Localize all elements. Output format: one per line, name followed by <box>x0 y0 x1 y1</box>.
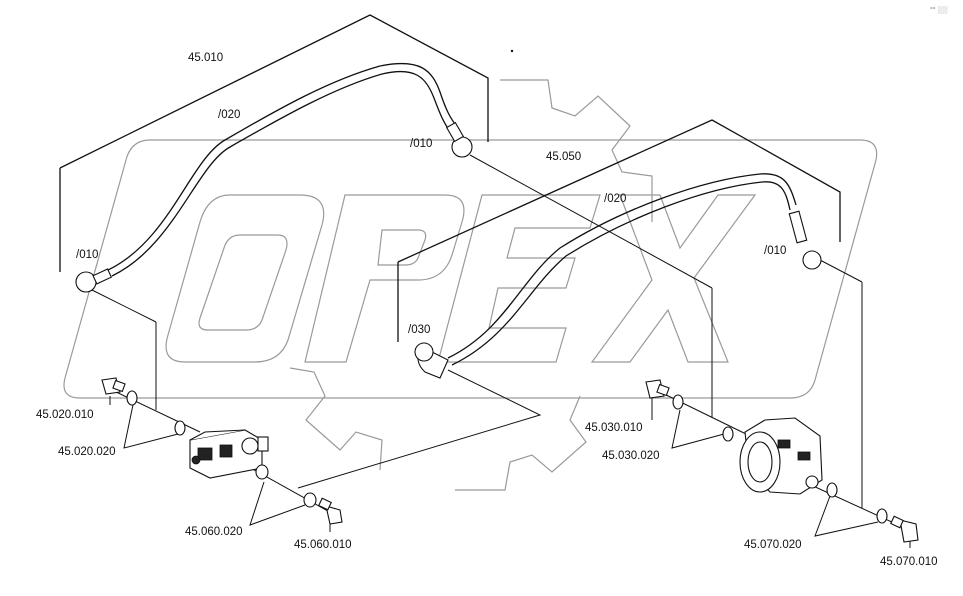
pointer-washer-45-060 <box>249 481 306 526</box>
washer-45-020-a <box>126 390 138 406</box>
label-washer-45-030: 45.030.020 <box>602 450 660 462</box>
callout-labels: °° ░░ 45.010 /020 /010 /010 45.050 /020 … <box>36 6 948 568</box>
pipe-assembly-2 <box>414 173 822 379</box>
pipe-2-fitting-right <box>802 250 822 270</box>
pipe-1-hose-outer <box>107 62 459 271</box>
leader-fitting-left <box>91 289 157 323</box>
watermark-letter-x <box>590 194 757 363</box>
label-pipe-2-hose: /020 <box>604 193 626 205</box>
washer-45-030-b <box>722 426 734 442</box>
bracket-45-050 <box>397 119 841 263</box>
pump-body-right <box>739 417 823 495</box>
watermark-frame <box>63 139 878 399</box>
leader-elbow-030 <box>297 369 542 489</box>
label-pipe-1-fitting-top: /010 <box>410 138 432 150</box>
pointer-washer-45-070 <box>814 495 879 537</box>
watermark-letter-p <box>304 194 465 363</box>
valve-block-left <box>189 429 269 479</box>
washer-45-020-b <box>174 420 186 436</box>
leader-lines <box>59 14 911 548</box>
washer-45-070-a <box>826 482 838 498</box>
label-bolt-45-020: 45.020.010 <box>36 409 94 421</box>
label-45-050: 45.050 <box>546 151 581 163</box>
label-washer-45-060: 45.060.020 <box>185 526 243 538</box>
label-bolt-45-070: 45.070.010 <box>880 556 938 568</box>
fasteners <box>101 377 919 543</box>
pipe-1-fitting-left <box>75 271 97 293</box>
label-washer-45-020: 45.020.020 <box>58 446 116 458</box>
label-pipe-2-elbow: /030 <box>408 324 430 336</box>
corner-mark: °° ░░ <box>930 6 948 14</box>
pipe-2-hose-outer <box>447 173 797 359</box>
axis-right-upper <box>655 389 747 435</box>
washer-45-030-a <box>672 394 684 410</box>
stray-dot <box>510 49 514 53</box>
label-pipe-2-fitting-right: /010 <box>764 245 786 257</box>
pointer-washer-45-020 <box>123 399 179 449</box>
label-pipe-1-fitting-left: /010 <box>76 249 98 261</box>
watermark-letter-o <box>165 194 325 363</box>
bolt-45-070 <box>899 519 919 543</box>
watermark-gear <box>289 79 653 491</box>
bracket-45-010 <box>59 14 489 169</box>
pipe-assembly-1 <box>75 62 473 293</box>
pointer-washer-45-030 <box>671 409 725 449</box>
bolt-45-060 <box>325 505 343 525</box>
label-pipe-1-hose: /020 <box>218 109 240 121</box>
label-45-010: 45.010 <box>188 52 223 64</box>
washer-45-060-b <box>303 492 317 508</box>
leader-fitting-top <box>469 154 713 289</box>
axis-right-lower <box>799 479 906 529</box>
watermark-letter-e <box>437 194 601 363</box>
label-washer-45-070: 45.070.020 <box>744 539 802 551</box>
pipe-1-hose-inner <box>111 70 453 277</box>
opex-watermark <box>63 79 878 491</box>
washer-45-060-a <box>255 464 269 480</box>
leader-fitting-right <box>819 259 863 283</box>
label-bolt-45-060: 45.060.010 <box>294 539 352 551</box>
pipe-2-hose-inner <box>451 181 791 366</box>
washer-45-070-b <box>876 508 888 524</box>
label-bolt-45-030: 45.030.010 <box>585 422 643 434</box>
